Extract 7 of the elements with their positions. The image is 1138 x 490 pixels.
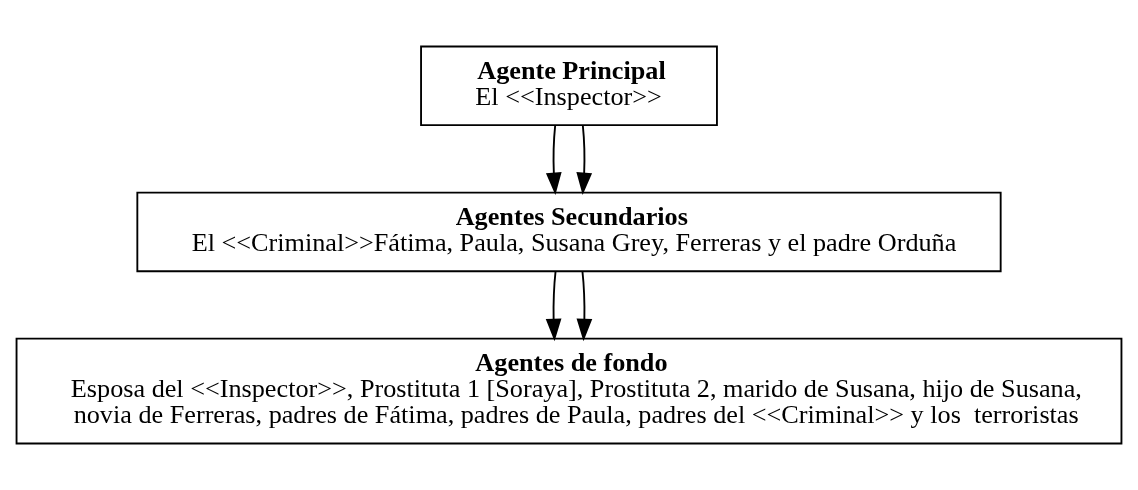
- arrow: [545, 124, 562, 196]
- arrow: [576, 270, 593, 342]
- node-box: Agentes Secundarios El <<Criminal>>Fátima, Paula, Susana Grey, Ferreras y el padre Orduña: [136, 191, 1002, 273]
- node-box: Agente Principal El <<Inspector>>: [420, 45, 718, 127]
- node-box: Agentes de fondo Esposa del <<Inspector>>, Prostituta 1 [Soraya], Prostituta 2, marido de Susana, hijo de Susana, novia de Ferreras, padres de Fátima, padres de Paula, padres del <<Criminal>> y los terroristas: [15, 337, 1123, 445]
- arrow: [576, 124, 593, 196]
- arrow: [545, 270, 562, 342]
